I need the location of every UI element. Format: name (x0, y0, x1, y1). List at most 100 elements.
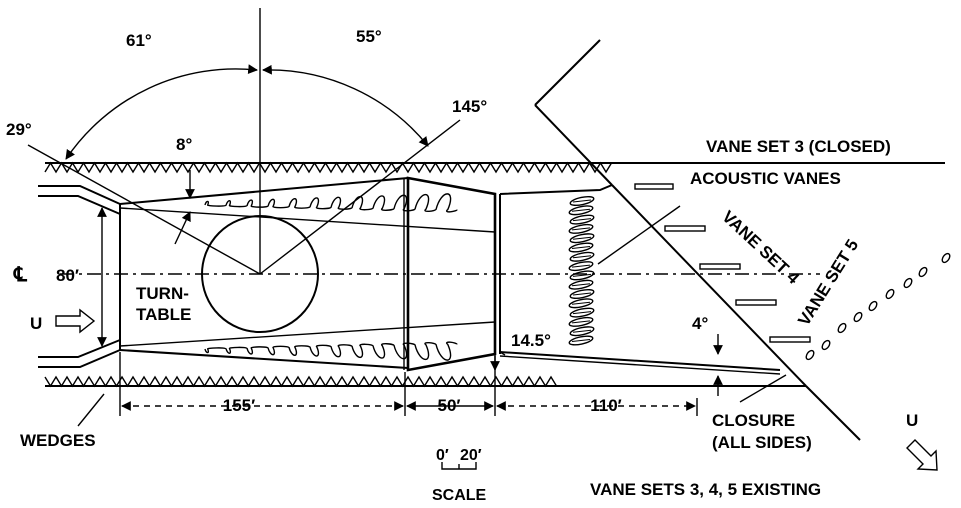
closure-label-line1: CLOSURE (712, 411, 795, 430)
vane-set-5-blade (941, 252, 951, 264)
dim-80-label: 80′ (56, 266, 79, 285)
ray-29-deg (27, 144, 261, 275)
acoustic-vane (568, 205, 594, 216)
vane-set-5-blade (903, 277, 913, 289)
vane-set-4 (634, 183, 811, 343)
arc-55 (262, 64, 429, 147)
acoustic-vane-hatch (572, 311, 592, 315)
acoustic-vane-hatch (572, 236, 592, 240)
vane-set-4-blade (699, 263, 741, 270)
acoustic-vane-hatch (571, 283, 591, 287)
vane-set-5-blade (837, 322, 847, 334)
tunnel-walls (38, 161, 945, 388)
closure-label-line2: (ALL SIDES) (712, 433, 812, 452)
angle-14-5-leader (499, 351, 506, 356)
top-wedges (44, 161, 613, 174)
test-section-top-inner (119, 207, 496, 233)
acoustic-liner-top (204, 193, 458, 213)
dim-155-label: 155′ (223, 396, 255, 415)
turntable-label-line2: TABLE (136, 305, 191, 324)
vane-set-5-blade (821, 339, 831, 351)
scale-end-label: 20′ (460, 447, 482, 464)
vane-set-4-label: VANE SET 4 (718, 207, 803, 288)
diffuser-top (499, 184, 613, 195)
angle-55-label: 55° (356, 27, 382, 46)
acoustic-vane (569, 288, 595, 300)
acoustic-vane (568, 261, 594, 272)
acoustic-vanes-label: ACOUSTIC VANES (690, 169, 841, 188)
acoustic-vane (569, 270, 595, 281)
inlet-contour-top (38, 185, 121, 205)
scale-bar (441, 462, 477, 470)
acoustic-vanes-leader (597, 205, 681, 265)
acoustic-vane (569, 251, 595, 262)
flow-arrow-inlet (55, 308, 96, 334)
acoustic-vane-hatch (572, 255, 592, 259)
dim-110-label: 110′ (590, 396, 622, 415)
scale-start-label: 0′ (436, 447, 449, 464)
vane-set-4-blade (769, 336, 811, 343)
acoustic-vane (568, 298, 594, 309)
acoustic-vane (568, 223, 594, 234)
angle-8-arrow-lower (174, 211, 191, 245)
vane-set-4-blade (634, 183, 674, 190)
bottom-wedges (44, 375, 558, 388)
acoustic-vane (568, 335, 594, 346)
acoustic-vane-hatch (572, 218, 592, 222)
arc-61 (65, 64, 258, 160)
acoustic-vanes (568, 195, 595, 346)
vane-set-5 (805, 252, 951, 361)
vane-set-5-blade (885, 288, 895, 300)
acoustic-vane (569, 233, 595, 244)
acoustic-vane (569, 326, 595, 337)
acoustic-vane-hatch (571, 227, 591, 231)
existing-vanes-label: VANE SETS 3, 4, 5 EXISTING (590, 480, 821, 499)
acoustic-vane-hatch (571, 320, 591, 324)
closure-diagonal (611, 184, 807, 387)
flow-arrow-icon (906, 439, 938, 471)
angle-8-label: 8° (176, 135, 192, 154)
acoustic-vane-hatch (572, 199, 592, 203)
acoustic-vane-hatch (571, 246, 591, 249)
vane-set-5-blade (805, 349, 815, 361)
closure-diagonal-bottom (805, 385, 861, 441)
vane-set-5-blade (918, 266, 928, 278)
wedges-leader (77, 393, 105, 427)
turntable-label-line1: TURN- (136, 284, 189, 303)
angle-29-label: 29° (6, 120, 32, 139)
acoustic-vane (569, 195, 595, 207)
flow-u-label-exit: U (906, 411, 918, 430)
flow-arrow-icon (55, 308, 96, 334)
acoustic-vane (568, 279, 594, 290)
acoustic-vane (568, 242, 594, 253)
vane-set-5-label: VANE SET 5 (794, 236, 862, 329)
angle-14-5-label: 14.5° (511, 331, 551, 350)
acoustic-vane-hatch (572, 273, 592, 277)
angle-145-label: 145° (452, 97, 487, 116)
acoustic-vane-hatch (571, 208, 591, 212)
acoustic-vane-hatch (571, 264, 591, 268)
closure-diagonal-top (534, 39, 601, 106)
closure-leader (739, 374, 787, 403)
vane-set-5-blade (868, 300, 878, 312)
test-section-bottom (119, 349, 409, 369)
closure-lines (534, 39, 861, 441)
acoustic-vane-hatch (572, 329, 592, 333)
test-section-top (119, 177, 409, 205)
flow-u-label-inlet: U (30, 314, 42, 333)
acoustic-vane (568, 316, 594, 327)
centerline-symbol: ℄ (13, 264, 28, 286)
scale-label: SCALE (432, 487, 487, 504)
inlet-contour-bottom (38, 349, 121, 368)
flow-arrow-exit (906, 439, 938, 471)
wedges-label: WEDGES (20, 431, 96, 450)
vane-set-5-blade (853, 311, 863, 323)
diffuser-bottom (499, 351, 781, 371)
dimension-lines (77, 170, 787, 427)
turntable-group (27, 8, 820, 333)
test-section-bottom-inner (119, 321, 496, 347)
test-section (119, 176, 781, 375)
closure-diagonal-upper-inner (534, 104, 613, 186)
acoustic-vane-hatch (571, 301, 591, 305)
